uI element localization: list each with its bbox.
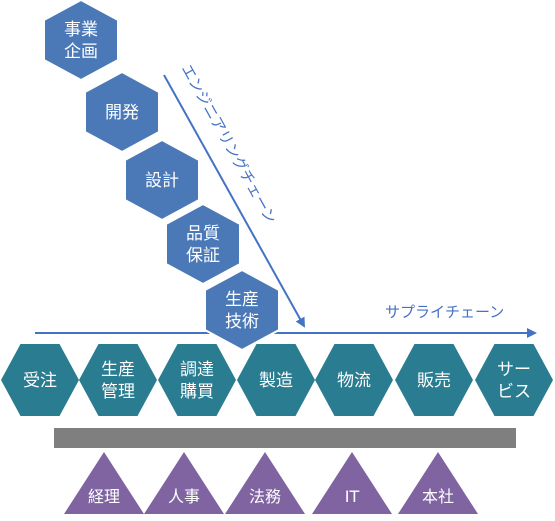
engineering-step-hexagon bbox=[43, 0, 119, 82]
support-functions: 経理 人事 法務 IT 本社 bbox=[64, 452, 478, 514]
engineering-step-2: 開発 bbox=[84, 70, 160, 154]
engineering-step-label-line-2: 保証 bbox=[186, 246, 220, 266]
support-function-triangle bbox=[225, 452, 305, 514]
supply-step-1: 受注 bbox=[1, 344, 79, 416]
support-function-triangle bbox=[144, 452, 224, 514]
supply-step-label-line-1: 製造 bbox=[259, 371, 293, 391]
support-function-4: IT bbox=[312, 452, 392, 514]
supply-step-label-line-1: サー bbox=[497, 360, 531, 380]
supply-step-hexagon bbox=[1, 344, 79, 416]
supply-step-hexagon bbox=[395, 344, 473, 416]
support-function-2: 人事 bbox=[144, 452, 224, 514]
supply-step-hexagon bbox=[315, 344, 393, 416]
engineering-step-label-line-1: 設計 bbox=[145, 171, 179, 191]
support-function-label: 経理 bbox=[88, 487, 120, 506]
supply-step-label-line-2: 管理 bbox=[101, 382, 135, 402]
support-function-triangle bbox=[398, 452, 478, 514]
supply-step-label-line-1: 調達 bbox=[180, 360, 214, 380]
platform-bar bbox=[54, 428, 516, 448]
support-function-triangle bbox=[312, 452, 392, 514]
supply-step-label-line-1: 生産 bbox=[101, 360, 135, 380]
supply-step-label-line-1: 受注 bbox=[23, 371, 57, 391]
engineering-step-hexagon bbox=[124, 138, 200, 222]
supply-step-hexagon bbox=[79, 344, 157, 416]
engineering-step-label-line-1: 品質 bbox=[186, 224, 220, 244]
engineering-step-label-line-2: 技術 bbox=[225, 312, 259, 332]
supply-step-4: 製造 bbox=[237, 344, 315, 416]
support-function-1: 経理 bbox=[64, 452, 144, 514]
supply-chain-label: サプライチェーン bbox=[385, 303, 504, 321]
support-function-3: 法務 bbox=[225, 452, 305, 514]
supply-step-label-line-2: ビス bbox=[497, 382, 531, 402]
engineering-step-label-line-1: 開発 bbox=[105, 103, 139, 123]
supply-step-label-line-1: 販売 bbox=[417, 371, 451, 391]
support-function-triangle bbox=[64, 452, 144, 514]
supply-step-6: 販売 bbox=[395, 344, 473, 416]
engineering-chain-arrow bbox=[163, 74, 305, 328]
supply-step-hexagon bbox=[475, 344, 553, 416]
engineering-step-3: 設計 bbox=[124, 138, 200, 222]
support-function-label: 法務 bbox=[249, 487, 281, 506]
engineering-step-hexagon bbox=[84, 70, 160, 154]
support-function-label: IT bbox=[345, 487, 360, 506]
engineering-step-label-line-1: 生産 bbox=[225, 290, 259, 310]
engineering-step-hexagon bbox=[165, 202, 241, 286]
engineering-step-label-line-1: 事業 bbox=[64, 20, 98, 40]
support-function-label: 人事 bbox=[168, 487, 200, 506]
supply-step-label-line-2: 購買 bbox=[180, 382, 214, 402]
engineering-step-label-line-2: 企画 bbox=[64, 42, 98, 62]
supply-chain: 受注生産管理調達購買製造物流販売サービス bbox=[1, 344, 553, 416]
supply-step-hexagon bbox=[237, 344, 315, 416]
supply-step-5: 物流 bbox=[315, 344, 393, 416]
engineering-step-hexagon bbox=[204, 268, 280, 352]
supply-step-hexagon bbox=[158, 344, 236, 416]
supply-step-label-line-1: 物流 bbox=[337, 371, 371, 391]
support-function-5: 本社 bbox=[398, 452, 478, 514]
support-function-label: 本社 bbox=[422, 487, 454, 506]
